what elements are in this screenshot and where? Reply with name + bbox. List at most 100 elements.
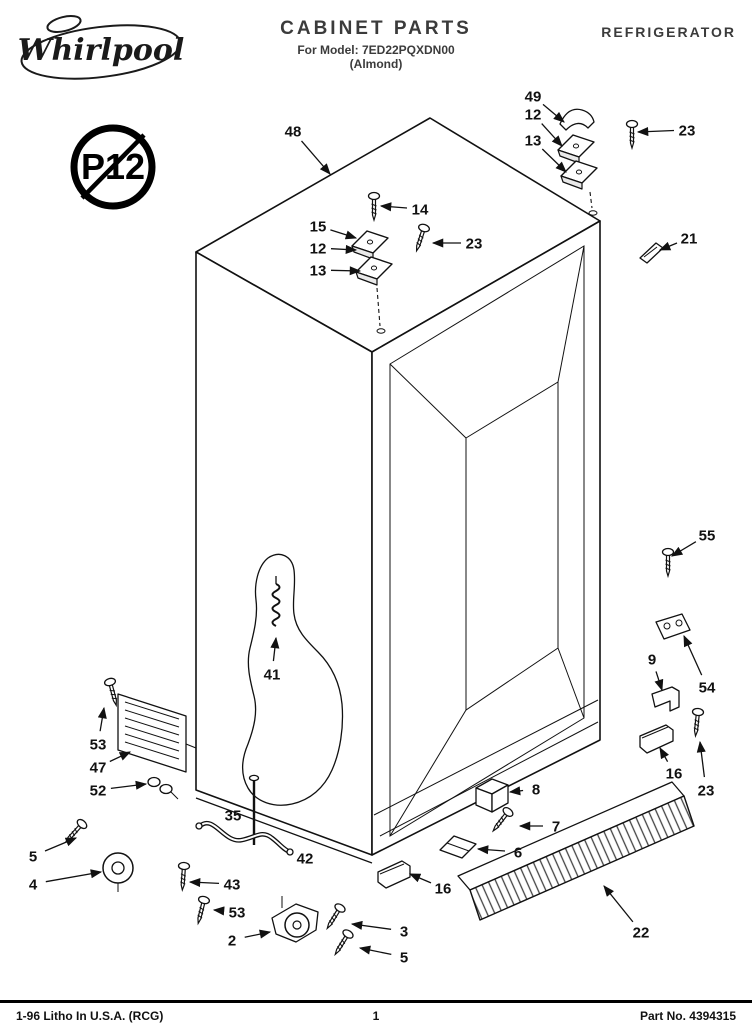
callout-12: 12 [310, 240, 358, 257]
svg-text:6: 6 [514, 844, 522, 861]
callout-23: 23 [636, 122, 696, 139]
callout-15: 15 [310, 218, 358, 240]
hinge-cover-49 [559, 108, 595, 131]
front-roller-4 [102, 852, 134, 892]
side-screw-23 [689, 707, 705, 738]
top-hinge-stack [351, 191, 431, 334]
svg-text:55: 55 [699, 527, 716, 544]
svg-text:9: 9 [648, 651, 656, 668]
hinge-screw-23 [625, 119, 639, 149]
base-grille-22 [457, 781, 695, 921]
svg-text:52: 52 [90, 782, 107, 799]
page-number: 1 [372, 1009, 380, 1023]
base-channel-bracket-16 [377, 860, 411, 889]
callout-4: 4 [29, 869, 103, 893]
callout-8: 8 [508, 781, 540, 798]
logo-ring-icon [20, 24, 182, 80]
callout-52: 52 [90, 780, 148, 799]
svg-text:23: 23 [679, 122, 696, 139]
callout-2: 2 [228, 929, 272, 949]
roller-screw-3 [321, 901, 348, 932]
svg-text:16: 16 [666, 765, 683, 782]
rear-roller-assembly-2 [271, 896, 319, 943]
svg-text:13: 13 [525, 132, 542, 149]
svg-text:13: 13 [310, 262, 327, 279]
callout-23: 23 [696, 740, 715, 799]
svg-text:23: 23 [466, 235, 483, 252]
callout-16: 16 [408, 873, 452, 897]
model-line: For Model: 7ED22PQXDN00 [297, 43, 455, 57]
callout-22: 22 [603, 885, 650, 941]
svg-text:23: 23 [698, 782, 715, 799]
badge-slash-icon [80, 133, 146, 200]
svg-text:35: 35 [225, 807, 242, 824]
side-screw-55 [661, 547, 675, 577]
brand-text: Whirlpool [18, 33, 185, 68]
color-line: (Almond) [349, 57, 403, 71]
svg-text:21: 21 [681, 230, 698, 247]
svg-text:22: 22 [633, 924, 650, 941]
tube-screw-43 [176, 861, 191, 891]
right-hinge-stack [557, 108, 639, 216]
callout-9: 9 [648, 651, 664, 692]
svg-text:14: 14 [412, 201, 429, 218]
spacer-block-8 [475, 778, 509, 813]
callout-5: 5 [29, 837, 78, 865]
svg-text:2: 2 [228, 932, 236, 949]
cabinet-interior [373, 245, 599, 837]
svg-text:8: 8 [532, 781, 540, 798]
grommet-clip [147, 776, 179, 800]
callout-53: 53 [90, 706, 107, 753]
svg-text:16: 16 [435, 880, 452, 897]
hinge-wedge-13 [560, 160, 598, 190]
svg-text:5: 5 [400, 949, 408, 966]
callout-35: 35 [225, 807, 242, 824]
callout-12: 12 [525, 106, 563, 147]
logo-small-oval-icon [46, 15, 82, 33]
callout-5: 5 [358, 945, 408, 966]
callout-49: 49 [525, 88, 565, 123]
callout-7: 7 [518, 818, 560, 835]
drain-coil [271, 576, 281, 627]
base-bracket-6 [439, 835, 477, 859]
svg-text:12: 12 [310, 240, 327, 257]
left-panel-cutout [242, 553, 344, 806]
svg-text:43: 43 [224, 876, 241, 893]
hinge-shim [639, 242, 664, 264]
callout-21: 21 [658, 230, 698, 251]
svg-text:47: 47 [90, 759, 107, 776]
footer: 1-96 Litho In U.S.A. (RCG) 1 Part No. 43… [0, 1000, 752, 1023]
svg-text:3: 3 [400, 923, 408, 940]
page-title: CABINET PARTS [280, 18, 472, 39]
part-number: Part No. 4394315 [639, 1009, 736, 1023]
front-roller-screw-5 [61, 817, 90, 847]
callout-48: 48 [285, 123, 331, 175]
callout-55: 55 [671, 527, 716, 557]
callout-53: 53 [212, 904, 246, 921]
svg-text:4: 4 [29, 876, 38, 893]
svg-text:48: 48 [285, 123, 302, 140]
callout-13: 13 [525, 132, 567, 173]
page-badge: P12 [66, 120, 160, 214]
svg-text:12: 12 [525, 106, 542, 123]
litho-note: 1-96 Litho In U.S.A. (RCG) [16, 1009, 164, 1023]
hinge-wedge-12 [557, 134, 595, 164]
side-bracket-9 [651, 686, 680, 712]
callout-layer: 4849121323211415121323415595453475216238… [29, 88, 716, 966]
tube-clamp-54 [655, 613, 691, 640]
svg-text:53: 53 [90, 736, 107, 753]
callout-3: 3 [350, 920, 408, 940]
svg-text:53: 53 [229, 904, 246, 921]
callout-43: 43 [188, 876, 241, 893]
roller-screw-5 [329, 927, 356, 958]
callout-23: 23 [431, 235, 483, 252]
svg-text:49: 49 [525, 88, 542, 105]
callout-54: 54 [683, 634, 716, 696]
callout-47: 47 [90, 751, 132, 776]
whirlpool-logo: Whirlpool [14, 10, 189, 90]
category-label: REFRIGERATOR [601, 24, 736, 40]
side-channel-bracket-16 [639, 724, 674, 754]
svg-text:15: 15 [310, 218, 327, 235]
